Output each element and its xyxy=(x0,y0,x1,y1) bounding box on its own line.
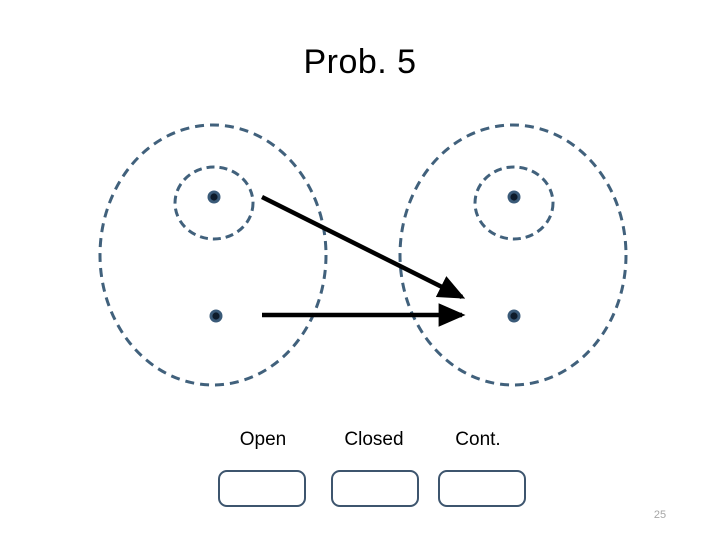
answer-box-open[interactable] xyxy=(218,470,306,507)
page-number: 25 xyxy=(653,509,667,521)
answer-box-closed[interactable] xyxy=(331,470,419,507)
legend-label-cont: Cont. xyxy=(455,429,501,450)
legend-label-open: Open xyxy=(239,429,287,450)
page-title: Prob. 5 xyxy=(303,43,417,81)
left-upper-point xyxy=(207,190,221,204)
right-upper-point xyxy=(507,190,521,204)
left-inner-set xyxy=(173,165,255,241)
left-outer-set xyxy=(98,123,328,387)
diagonal-arrow xyxy=(260,194,466,300)
left-lower-point xyxy=(209,309,223,323)
right-lower-point xyxy=(507,309,521,323)
legend-label-closed: Closed xyxy=(344,429,404,450)
right-outer-set xyxy=(398,123,628,387)
right-inner-set xyxy=(473,165,555,241)
answer-box-cont[interactable] xyxy=(438,470,526,507)
